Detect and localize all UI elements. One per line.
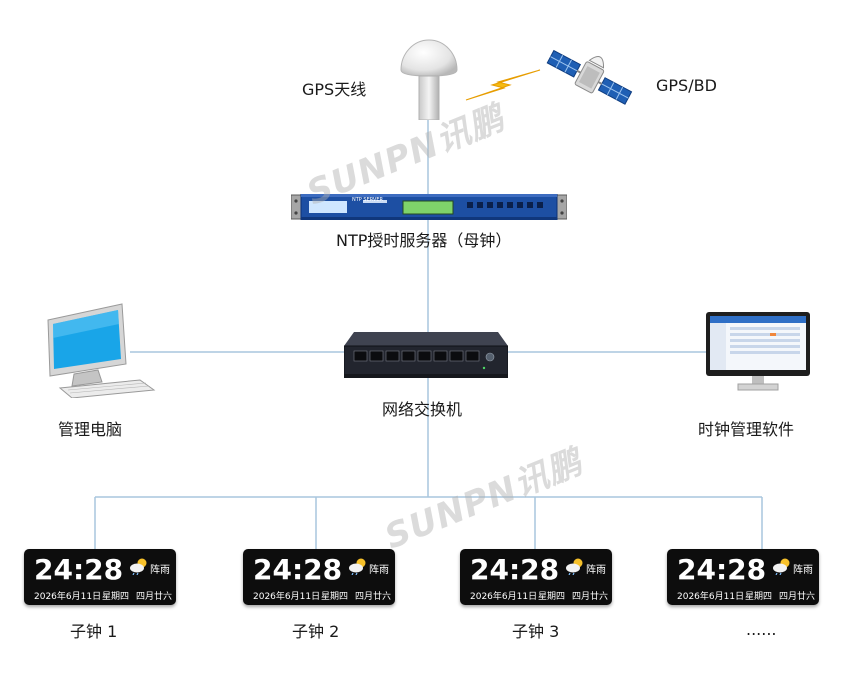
clock-time: 24:28 (677, 553, 767, 586)
sub-clock-label-3: 子钟 3 (512, 622, 560, 641)
gps-antenna-icon (400, 39, 458, 120)
sub-clock-label-1: 子钟 1 (70, 622, 118, 641)
clock-date: 2026年6月11日 (470, 592, 538, 602)
gps-antenna-label: GPS天线 (302, 80, 367, 99)
sub-clock-4: 24:28 阵雨 2026年6月11日 星期四 四月廿六 (667, 549, 819, 605)
clock-lunar: 四月廿六 (136, 592, 173, 602)
clock-weather: 阵雨 (150, 565, 170, 576)
clock-weather: 阵雨 (369, 565, 389, 576)
sub-clock-3: 24:28 阵雨 2026年6月11日 星期四 四月廿六 (460, 549, 612, 605)
ntp-server-icon (291, 194, 567, 220)
weather-cloud-sun-icon (566, 558, 583, 575)
clock-date: 2026年6月11日 (253, 592, 321, 602)
clock-weekday: 星期四 (321, 592, 349, 602)
clock-date: 2026年6月11日 (677, 592, 745, 602)
clock-date: 2026年6月11日 (34, 592, 102, 602)
lightning-icon (465, 69, 541, 101)
computer-icon (47, 303, 156, 398)
clock-software-label: 时钟管理软件 (698, 420, 795, 439)
ntp-server-label: NTP授时服务器（母钟） (336, 231, 512, 250)
gps-bd-label: GPS/BD (656, 76, 717, 95)
sub-clock-1: 24:28 阵雨 2026年6月11日 星期四 四月廿六 (24, 549, 176, 605)
clock-weather: 阵雨 (586, 565, 606, 576)
clock-time: 24:28 (470, 553, 560, 586)
sub-clock-label-4: ...... (746, 620, 777, 639)
clock-time: 24:28 (34, 553, 124, 586)
switch-label: 网络交换机 (382, 400, 463, 419)
weather-cloud-sun-icon (349, 558, 366, 575)
clock-time: 24:28 (253, 553, 343, 586)
satellite-icon (546, 49, 633, 105)
sub-clock-2: 24:28 阵雨 2026年6月11日 星期四 四月廿六 (243, 549, 395, 605)
clock-lunar: 四月廿六 (572, 592, 609, 602)
weather-cloud-sun-icon (130, 558, 147, 575)
network-switch-icon (344, 332, 508, 378)
mgmt-pc-label: 管理电脑 (58, 420, 123, 439)
weather-cloud-sun-icon (773, 558, 790, 575)
clock-weekday: 星期四 (102, 592, 130, 602)
clock-lunar: 四月廿六 (355, 592, 392, 602)
sub-clock-label-2: 子钟 2 (292, 622, 340, 641)
clock-lunar: 四月廿六 (779, 592, 816, 602)
ntp-server-title: NTP SERVER (352, 197, 383, 203)
clock-weather: 阵雨 (793, 565, 813, 576)
clock-weekday: 星期四 (538, 592, 566, 602)
clock-weekday: 星期四 (745, 592, 773, 602)
software-monitor-icon (706, 312, 810, 391)
